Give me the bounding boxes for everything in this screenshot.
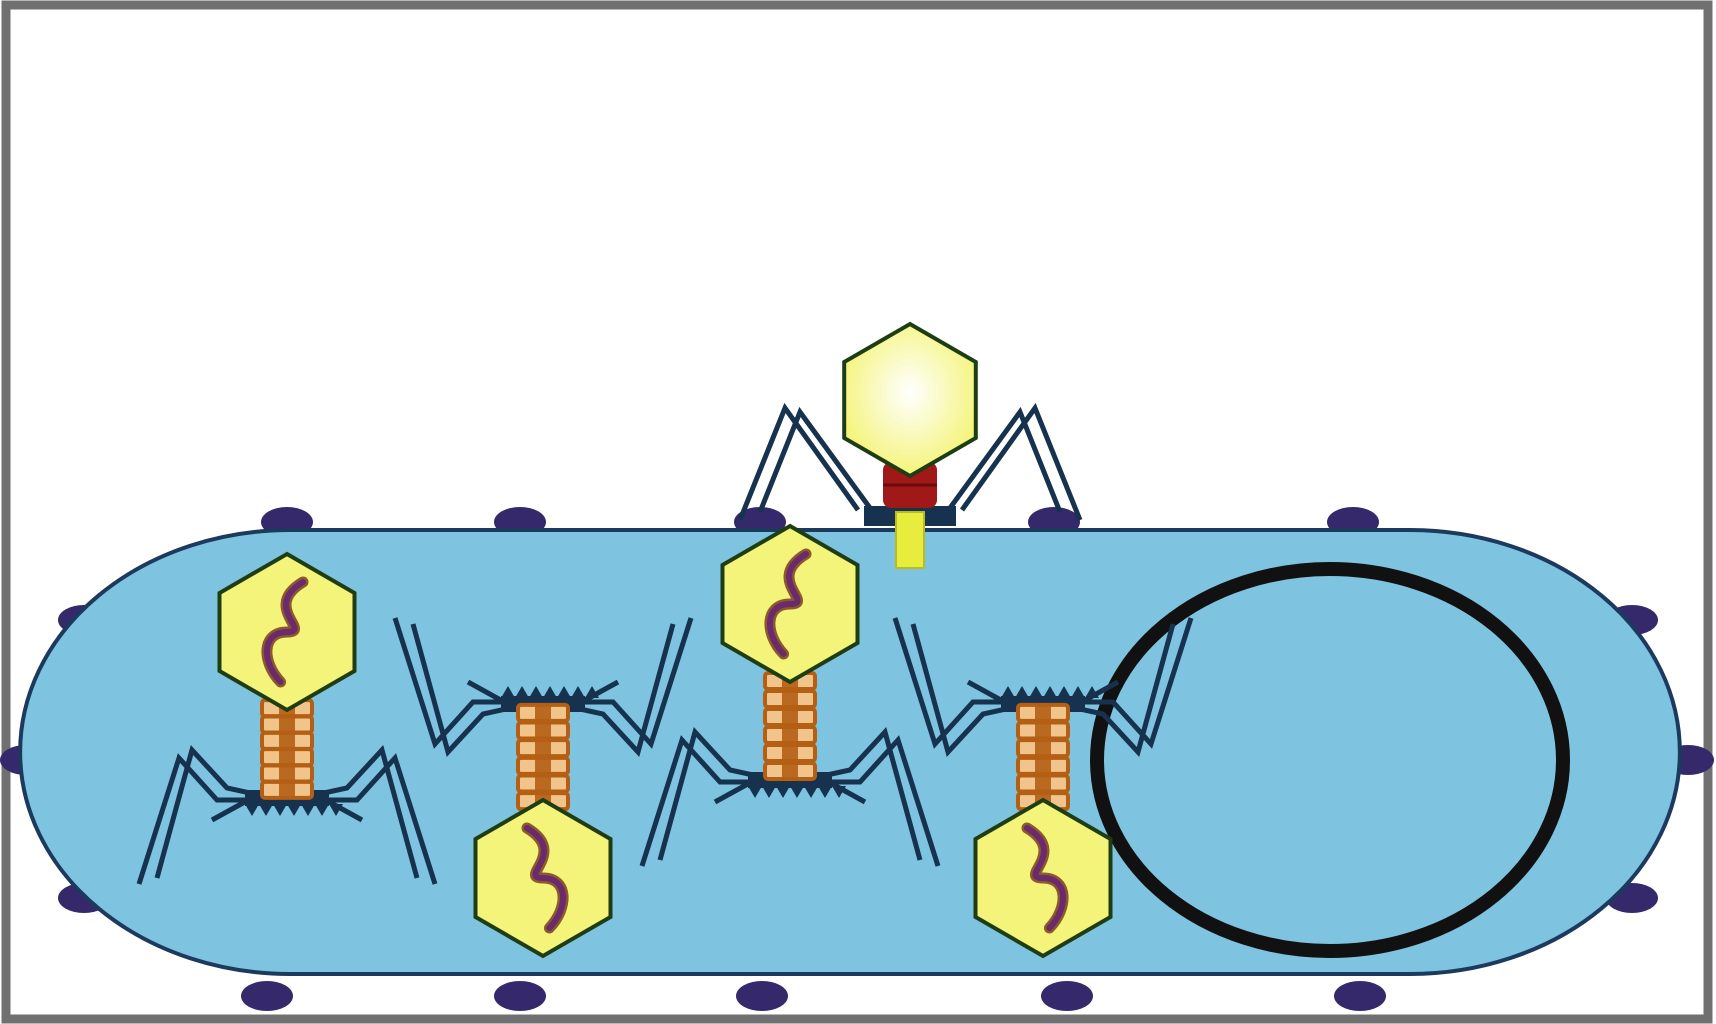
tail-sheath xyxy=(1018,704,1068,810)
receptor-icon xyxy=(241,981,293,1011)
tail-sheath xyxy=(518,704,568,810)
tail-sheath xyxy=(262,700,312,798)
tail-sheath xyxy=(765,672,815,780)
receptor-icon xyxy=(1334,981,1386,1011)
receptor-icon xyxy=(736,981,788,1011)
receptor-icon xyxy=(1041,981,1093,1011)
receptor-icon xyxy=(494,981,546,1011)
injection-tube xyxy=(896,512,924,568)
